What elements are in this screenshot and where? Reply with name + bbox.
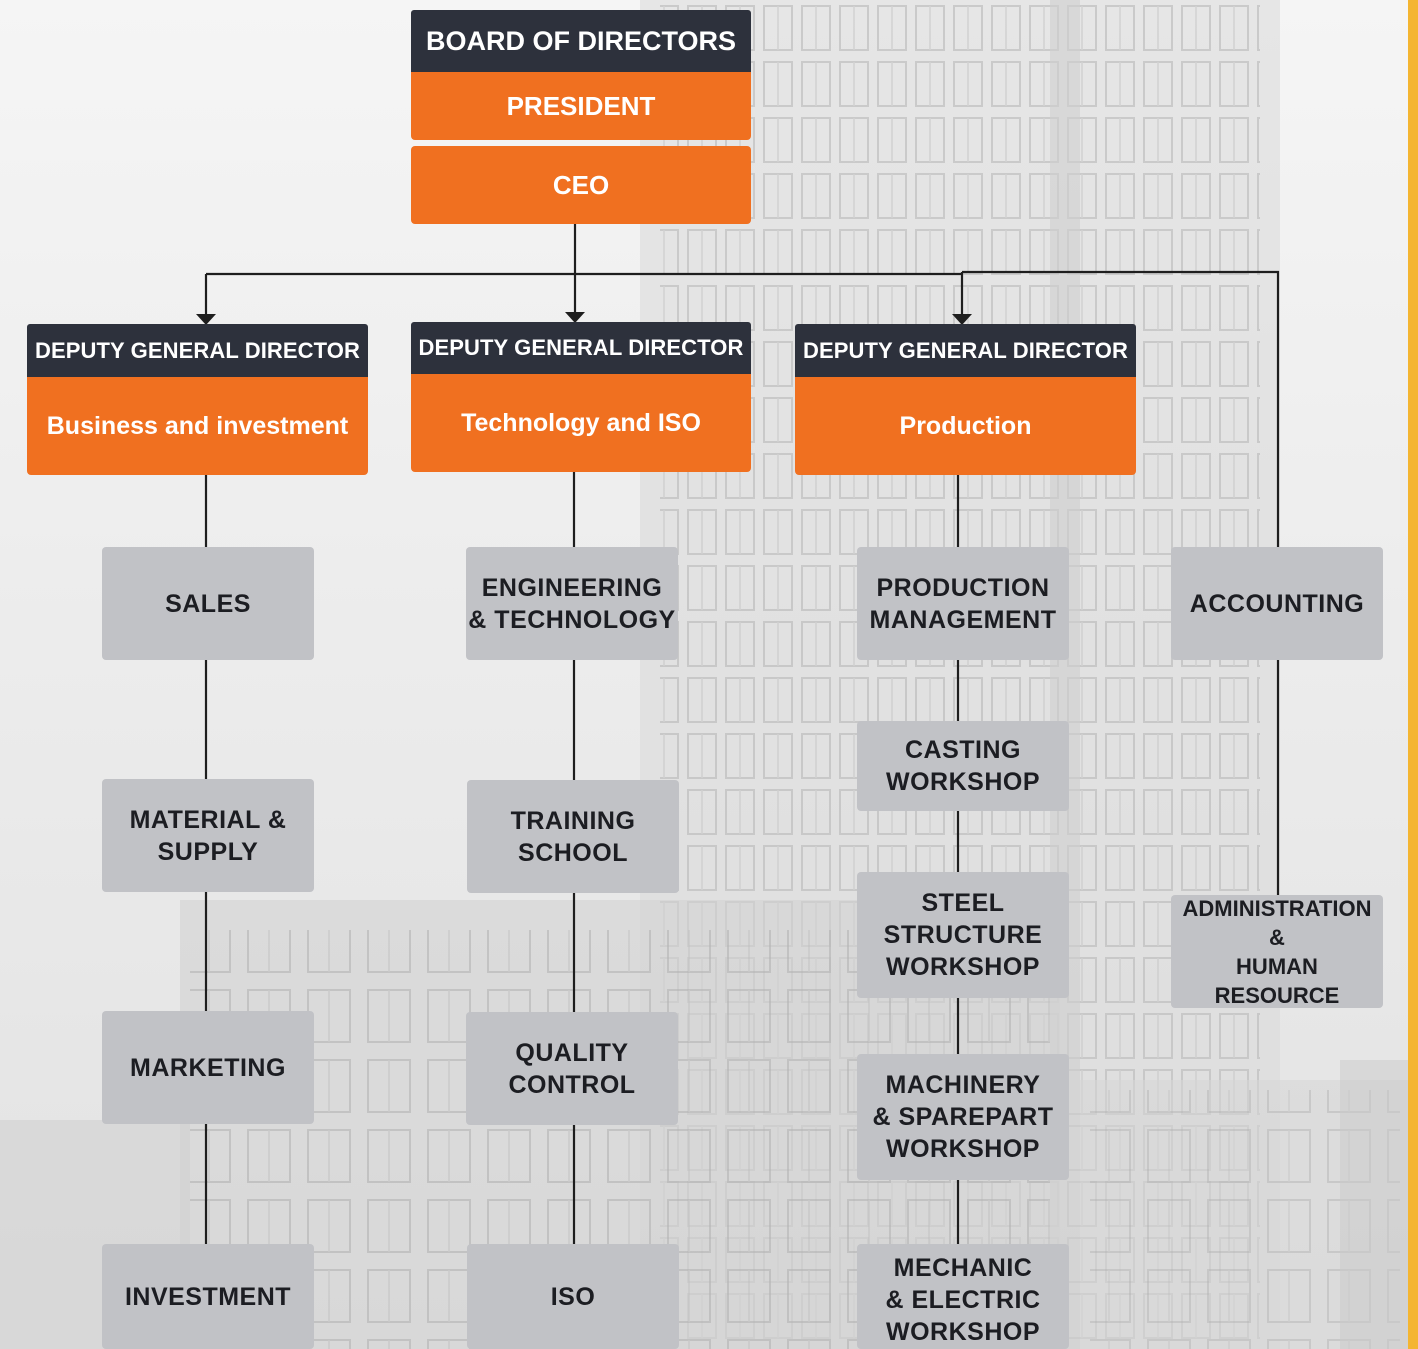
dgd-production-area: Production bbox=[899, 411, 1032, 440]
dgd-technology-area: Technology and ISO bbox=[461, 408, 701, 437]
dgd-technology-area-box: Technology and ISO bbox=[411, 374, 751, 472]
dept-investment: INVESTMENT bbox=[102, 1244, 314, 1349]
president-label: PRESIDENT bbox=[506, 90, 656, 121]
dgd-business-area: Business and investment bbox=[46, 411, 349, 440]
dgd-business-title-box: DEPUTY GENERAL DIRECTOR bbox=[27, 324, 368, 377]
dept-label: MARKETING bbox=[130, 1053, 286, 1082]
dept-label: SALES bbox=[165, 589, 251, 618]
dept-accounting: ACCOUNTING bbox=[1171, 547, 1383, 660]
board-of-directors-box: BOARD OF DIRECTORS bbox=[411, 10, 751, 72]
dept-label: ADMINISTRATION & HUMAN RESOURCE bbox=[1182, 895, 1372, 1008]
connector-to-accounting bbox=[962, 270, 1280, 548]
dgd-production-title: DEPUTY GENERAL DIRECTOR bbox=[802, 337, 1129, 363]
dept-engineering-technology: ENGINEERING & TECHNOLOGY bbox=[466, 547, 678, 660]
dgd-business-title: DEPUTY GENERAL DIRECTOR bbox=[34, 337, 361, 363]
dept-label: MECHANIC & ELECTRIC WORKSHOP bbox=[885, 1254, 1041, 1346]
dept-label: ACCOUNTING bbox=[1189, 589, 1365, 618]
dept-quality-control: QUALITY CONTROL bbox=[466, 1012, 678, 1125]
dgd-production-title-box: DEPUTY GENERAL DIRECTOR bbox=[795, 324, 1136, 377]
dept-marketing: MARKETING bbox=[102, 1011, 314, 1124]
dept-steel-structure-workshop: STEEL STRUCTURE WORKSHOP bbox=[857, 872, 1069, 998]
dgd-technology-title-box: DEPUTY GENERAL DIRECTOR bbox=[411, 322, 751, 374]
dept-label: MACHINERY & SPAREPART WORKSHOP bbox=[872, 1071, 1054, 1163]
dept-label: QUALITY CONTROL bbox=[508, 1038, 636, 1099]
dgd-technology-title: DEPUTY GENERAL DIRECTOR bbox=[418, 335, 744, 360]
board-of-directors-label: BOARD OF DIRECTORS bbox=[425, 25, 736, 56]
arrowhead-production bbox=[952, 314, 972, 325]
dgd-production-area-box: Production bbox=[795, 377, 1136, 475]
dept-label: MATERIAL & SUPPLY bbox=[129, 805, 287, 866]
dept-label: ENGINEERING & TECHNOLOGY bbox=[468, 573, 676, 634]
ceo-label: CEO bbox=[552, 169, 610, 200]
dept-casting-workshop: CASTING WORKSHOP bbox=[857, 721, 1069, 811]
dept-label: ISO bbox=[550, 1282, 596, 1311]
dept-training-school: TRAINING SCHOOL bbox=[467, 780, 679, 893]
dgd-business-area-box: Business and investment bbox=[27, 377, 368, 475]
dept-label: INVESTMENT bbox=[124, 1282, 292, 1311]
dept-label: TRAINING SCHOOL bbox=[510, 806, 636, 867]
dept-label: CASTING WORKSHOP bbox=[886, 736, 1040, 796]
dept-sales: SALES bbox=[102, 547, 314, 660]
president-box: PRESIDENT bbox=[411, 72, 751, 140]
arrowhead-technology bbox=[565, 312, 585, 323]
dept-label: PRODUCTION MANAGEMENT bbox=[869, 573, 1057, 634]
arrowhead-business bbox=[196, 314, 216, 325]
ceo-box: CEO bbox=[411, 146, 751, 224]
dept-iso: ISO bbox=[467, 1244, 679, 1349]
dept-label: STEEL STRUCTURE WORKSHOP bbox=[883, 889, 1043, 981]
dept-mechanic-electric-workshop: MECHANIC & ELECTRIC WORKSHOP bbox=[857, 1244, 1069, 1349]
dept-production-management: PRODUCTION MANAGEMENT bbox=[857, 547, 1069, 660]
dept-material-supply: MATERIAL & SUPPLY bbox=[102, 779, 314, 892]
dept-machinery-sparepart-workshop: MACHINERY & SPAREPART WORKSHOP bbox=[857, 1054, 1069, 1180]
dept-administration-human-resource: ADMINISTRATION & HUMAN RESOURCE bbox=[1171, 895, 1383, 1008]
right-edge-accent-strip bbox=[1408, 0, 1418, 1349]
